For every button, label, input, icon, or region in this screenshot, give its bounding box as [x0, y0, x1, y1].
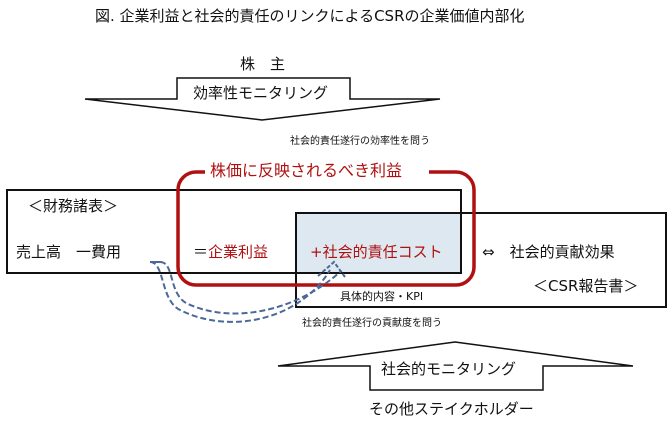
sales-minus-costs: 売上高 一費用: [16, 243, 122, 261]
social-monitoring-label: 社会的モニタリング: [381, 360, 517, 378]
efficiency-monitoring-label: 効率性モニタリング: [193, 84, 329, 102]
efficiency-question: 社会的責任遂行の効率性を問う: [290, 136, 430, 147]
stakeholder-up-arrow: [277, 341, 634, 391]
equals-sign: ＝: [193, 243, 209, 261]
shareholder-down-arrow: [84, 77, 441, 121]
frame-title-gap: [205, 160, 429, 184]
dashed-link-arrow-inner: [159, 261, 341, 315]
csr-report-box: [295, 212, 667, 308]
stock-price-profit-label: 株価に反映されるべき利益: [210, 161, 403, 180]
financial-statements-box: [6, 189, 462, 274]
stakeholders-label: その他ステイクホルダー: [369, 400, 534, 418]
dashed-link-arrow: [149, 261, 331, 323]
shareholders-label: 株 主: [240, 55, 286, 73]
profit-expression: ＝企業利益: [193, 245, 268, 260]
financial-statements-label: ＜財務諸表＞: [28, 197, 119, 215]
social-responsibility-cost: +社会的責任コスト: [310, 243, 443, 261]
corporate-profit: 企業利益: [208, 243, 269, 261]
contribution-question: 社会的責任遂行の貢献度を問う: [302, 318, 442, 329]
arrowhead-icon: [317, 260, 346, 278]
figure-title: 図. 企業利益と社会的責任のリンクによるCSRの企業価値内部化: [95, 7, 525, 25]
shaded-overlap: [296, 213, 461, 273]
details-kpi: 具体的内容・KPI: [340, 290, 424, 303]
csr-report-label: ＜CSR報告書＞: [533, 277, 639, 295]
social-contribution-effect: ⇔ 社会的貢献効果: [482, 243, 615, 261]
